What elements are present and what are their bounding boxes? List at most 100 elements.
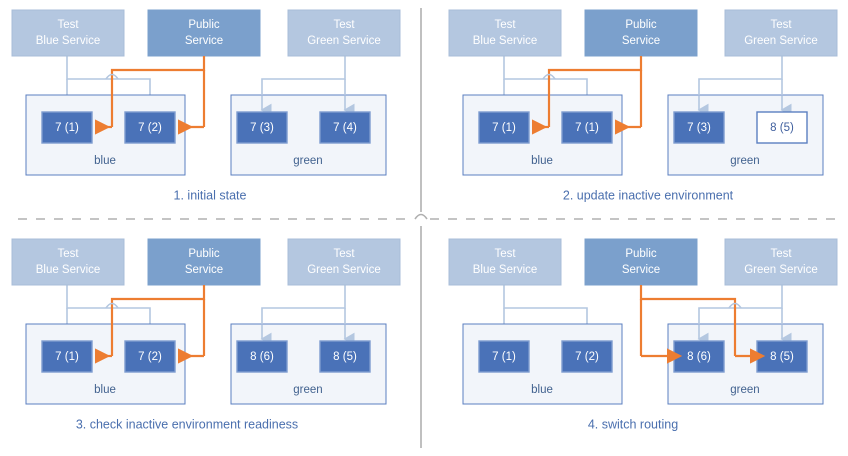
panel-4-env-green-label: green (730, 384, 759, 396)
panel-3-pod-green-2[interactable] (319, 340, 371, 373)
panel-3-pod-blue-2-label: 7 (2) (138, 351, 162, 363)
panel-3-pod-blue-1-label: 7 (1) (55, 351, 79, 363)
panel-2-service-test-green[interactable] (724, 9, 838, 57)
panel-1-env-blue-label: blue (94, 155, 116, 167)
panel-2-test-blue-routing (503, 56, 588, 95)
panel-2-service-test-blue-line2: Blue Service (473, 35, 538, 47)
panel-1-service-public-line2: Service (185, 35, 223, 47)
panel-2-pod-green-2-label: 8 (5) (770, 122, 794, 134)
panel-1-pod-green-1-label: 7 (3) (250, 122, 274, 134)
panel-3-service-test-green-line1: Test (333, 248, 355, 260)
panel-3-service-public[interactable] (147, 238, 261, 286)
divider-vertical-hop (414, 213, 428, 220)
panel-1-service-test-blue-line1: Test (57, 19, 79, 31)
panel-4-service-test-blue[interactable] (448, 238, 562, 286)
panel-1-pod-green-1[interactable] (236, 111, 288, 144)
panel-4: Test Blue Service Public Service Test Gr… (448, 238, 838, 431)
panel-3-public-routing (110, 285, 206, 356)
panel-3-env-green-label: green (293, 384, 322, 396)
panel-3-service-test-blue-line1: Test (57, 248, 79, 260)
panel-1-env-green-label: green (293, 155, 322, 167)
panel-4-public-routing (639, 285, 737, 356)
panel-1-test-blue-routing (66, 56, 151, 95)
panel-2-pod-blue-2[interactable] (561, 111, 613, 144)
panel-3-pod-green-1-label: 8 (6) (250, 351, 274, 363)
panel-1-test-green-routing (261, 56, 346, 95)
panel-4-caption: 4. switch routing (588, 417, 678, 431)
panel-4-pod-green-2-label: 8 (5) (770, 351, 794, 363)
panel-3-service-public-line2: Service (185, 264, 223, 276)
panel-1-service-test-blue[interactable] (11, 9, 125, 57)
panel-1-service-test-blue-line2: Blue Service (36, 35, 101, 47)
panel-3-service-public-line1: Public (188, 248, 220, 260)
panel-1-service-public-line1: Public (188, 19, 220, 31)
panel-3-pod-green-2-label: 8 (5) (333, 351, 357, 363)
panel-4-test-green-routing (698, 285, 783, 324)
panel-2-pod-blue-2-label: 7 (1) (575, 122, 599, 134)
panel-2-pod-blue-1[interactable] (478, 111, 530, 144)
panel-1-pod-blue-1-label: 7 (1) (55, 122, 79, 134)
panel-1-pod-blue-2-label: 7 (2) (138, 122, 162, 134)
panel-2-wire-hop (542, 73, 556, 80)
panel-3-pod-blue-1[interactable] (41, 340, 93, 373)
panel-3-env-blue-label: blue (94, 384, 116, 396)
panel-4-test-blue-routing (503, 285, 588, 324)
panel-1-caption: 1. initial state (174, 188, 247, 202)
panel-2-service-test-green-line2: Green Service (744, 35, 818, 47)
panel-4-pod-blue-2[interactable] (561, 340, 613, 373)
panel-4-pod-green-2[interactable] (756, 340, 808, 373)
panel-3-service-test-green-line2: Green Service (307, 264, 381, 276)
panel-2-pod-green-2-pending[interactable] (756, 111, 808, 144)
panel-1-public-routing (110, 56, 206, 127)
panel-3-service-test-blue[interactable] (11, 238, 125, 286)
panel-4-wire-hop (728, 302, 742, 309)
panel-4-pod-blue-1-label: 7 (1) (492, 351, 516, 363)
panel-3: Test Blue Service Public Service Test Gr… (11, 238, 401, 431)
panel-3-caption: 3. check inactive environment readiness (76, 417, 298, 431)
panel-2-service-test-green-line1: Test (770, 19, 792, 31)
panel-2-service-public[interactable] (584, 9, 698, 57)
panel-4-service-test-green[interactable] (724, 238, 838, 286)
panel-2-pod-green-1-label: 7 (3) (687, 122, 711, 134)
panel-2-service-test-blue[interactable] (448, 9, 562, 57)
panel-4-pod-green-1-label: 8 (6) (687, 351, 711, 363)
panel-1-pod-blue-1[interactable] (41, 111, 93, 144)
panel-2-pod-green-1[interactable] (673, 111, 725, 144)
panel-4-pod-blue-2-label: 7 (2) (575, 351, 599, 363)
panel-4-service-public-line1: Public (625, 248, 657, 260)
panel-1-service-public[interactable] (147, 9, 261, 57)
panel-4-service-public[interactable] (584, 238, 698, 286)
panel-2-caption: 2. update inactive environment (563, 188, 734, 202)
panel-4-service-test-green-line2: Green Service (744, 264, 818, 276)
panel-3-pod-green-1[interactable] (236, 340, 288, 373)
panel-3-service-test-blue-line2: Blue Service (36, 264, 101, 276)
panel-4-pod-green-1[interactable] (673, 340, 725, 373)
panel-1-service-test-green-line2: Green Service (307, 35, 381, 47)
panel-3-test-blue-routing (66, 285, 151, 324)
panel-2-service-test-blue-line1: Test (494, 19, 516, 31)
panel-4-env-blue-label: blue (531, 384, 553, 396)
panel-2-env-blue-label: blue (531, 155, 553, 167)
panel-1-pod-blue-2[interactable] (124, 111, 176, 144)
panel-1-service-test-green[interactable] (287, 9, 401, 57)
panel-2: Test Blue Service Public Service Test Gr… (448, 9, 838, 202)
panel-1-wire-hop (105, 73, 119, 80)
panel-2-env-green-label: green (730, 155, 759, 167)
panel-1-pod-green-2-label: 7 (4) (333, 122, 357, 134)
panel-1-service-test-green-line1: Test (333, 19, 355, 31)
panel-1: Test Blue Service Public Service Test Gr… (11, 9, 401, 202)
panel-3-service-test-green[interactable] (287, 238, 401, 286)
panel-4-service-test-blue-line2: Blue Service (473, 264, 538, 276)
panel-dividers (18, 8, 836, 448)
panel-3-wire-hop (105, 302, 119, 309)
panel-3-pod-blue-2[interactable] (124, 340, 176, 373)
panel-4-service-test-blue-line1: Test (494, 248, 516, 260)
panel-3-test-green-routing (261, 285, 346, 324)
panel-2-test-green-routing (698, 56, 783, 95)
panel-1-pod-green-2[interactable] (319, 111, 371, 144)
panel-4-pod-blue-1[interactable] (478, 340, 530, 373)
panel-2-public-routing (547, 56, 643, 127)
panel-2-pod-blue-1-label: 7 (1) (492, 122, 516, 134)
